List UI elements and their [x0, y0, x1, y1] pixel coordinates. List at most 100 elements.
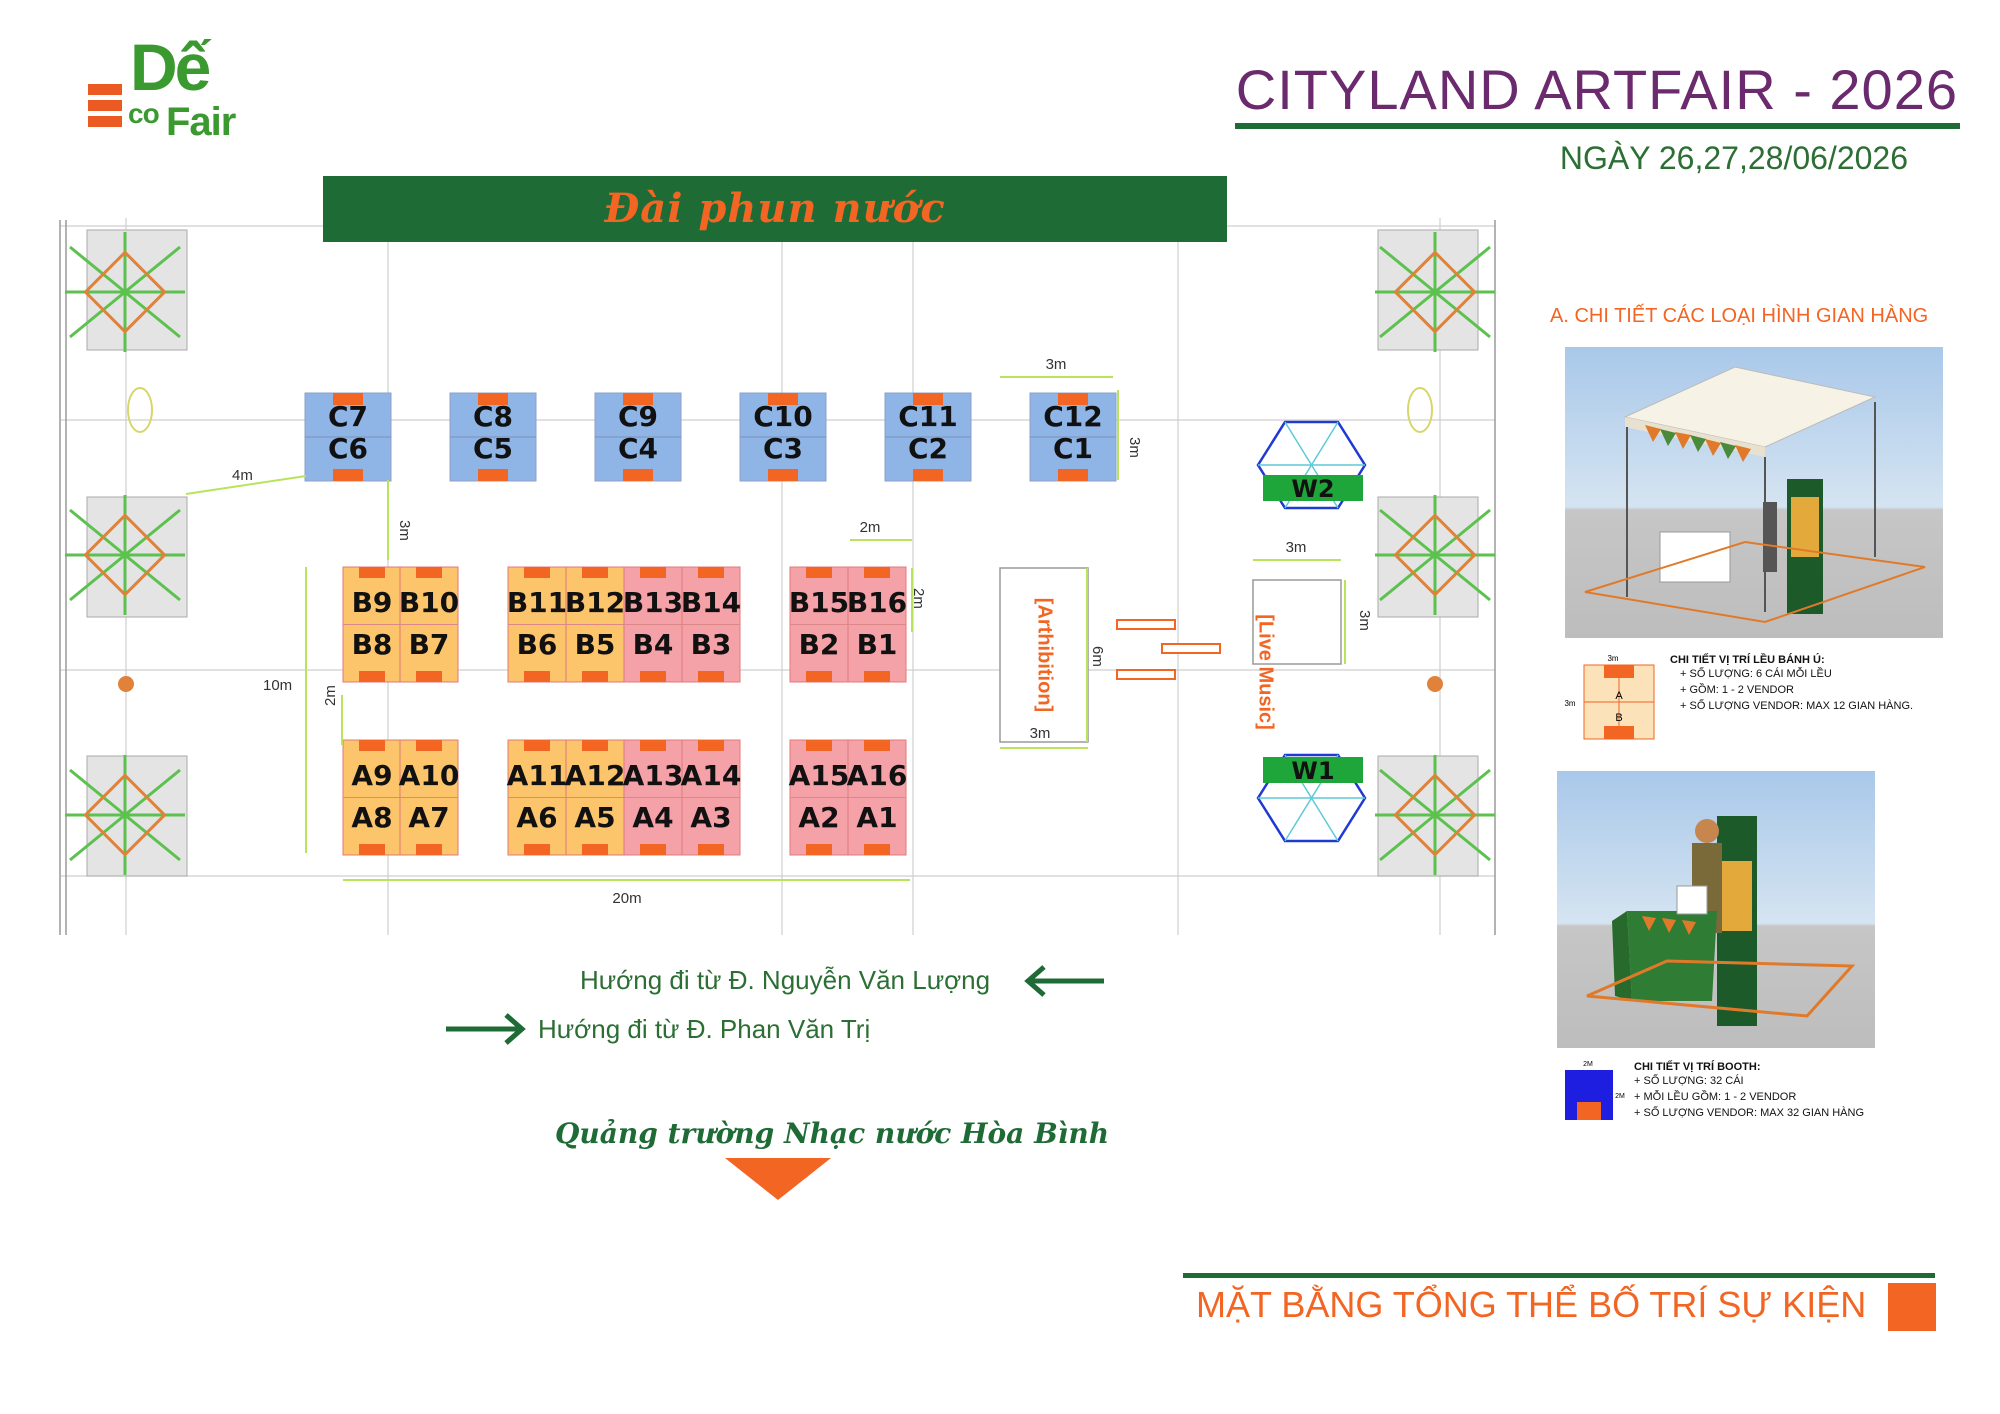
booth-label: A9	[351, 759, 392, 792]
dim-2m-left: 2m	[322, 685, 339, 706]
tent-detail-heading: CHI TIẾT VỊ TRÍ LỀU BÁNH Ú:	[1670, 654, 1825, 666]
booth-label: A1	[856, 801, 897, 834]
arrow-left-icon	[1024, 965, 1104, 997]
booth-label: C1	[1053, 432, 1093, 465]
site-boundary	[59, 220, 1496, 935]
booth-label: B9	[352, 586, 393, 619]
dimension-labels: 4m 3m 3m 3m 2m 2m 2m 10m 20m 6m 3m 3m 3m	[232, 356, 1373, 907]
logo-text-fair: Fair	[166, 100, 236, 144]
square-label: Quảng trường Nhạc nước Hòa Bình	[555, 1117, 1110, 1150]
dim-4m: 4m	[232, 467, 253, 484]
booth-label: A12	[565, 759, 626, 792]
tent-detail-text: CHI TIẾT VỊ TRÍ LỀU BÁNH Ú: + SỐ LƯỢNG: …	[1670, 654, 1970, 715]
booth-illustration	[1586, 816, 1856, 1026]
logo-text-co: co	[128, 98, 160, 129]
booth-label: C6	[328, 432, 368, 465]
direction-from-nguyen-van-luong: Hướng đi từ Đ. Nguyễn Văn Lượng	[580, 965, 991, 995]
tent-label-a: A	[1615, 690, 1623, 702]
live-music-zone[interactable]: [Live Music]	[1252, 579, 1342, 730]
decofair-logo: Dế co Fair	[88, 34, 258, 146]
stage-w1[interactable]: W1	[1256, 753, 1367, 843]
tree-icon	[1375, 755, 1495, 877]
tent-detail-item: + SỐ LƯỢNG: 6 CÁI MỖI LỀU	[1680, 668, 1832, 681]
stage-w2-label: W2	[1291, 475, 1334, 503]
logo-bar	[88, 100, 122, 111]
booth-label: B7	[409, 628, 450, 661]
triangle-down-icon	[725, 1158, 831, 1200]
tent-label-b: B	[1615, 712, 1622, 724]
booth-label: C2	[908, 432, 948, 465]
logo-bar	[88, 116, 122, 127]
booth-label: B10	[399, 586, 459, 619]
tree-icon	[65, 495, 188, 618]
booth-label: C12	[1043, 400, 1103, 433]
stage-w2[interactable]: W2	[1256, 420, 1367, 510]
stage-w1-label: W1	[1291, 757, 1334, 785]
booth-label: C11	[898, 400, 958, 433]
bench-group	[1116, 619, 1221, 680]
fountain-label: Đài phun nước	[604, 185, 946, 232]
booth-detail-item: + SỐ LƯỢNG VENDOR: MAX 32 GIAN HÀNG	[1634, 1107, 1865, 1120]
booth-label: A7	[408, 801, 449, 834]
booth-detail-item: + SỐ LƯỢNG: 32 CÁI	[1634, 1075, 1744, 1088]
event-date: NGÀY 26,27,28/06/2026	[1559, 140, 1908, 176]
booth-label: B8	[352, 628, 393, 661]
booth-label: C8	[473, 400, 513, 433]
event-title: CITYLAND ARTFAIR - 2026	[1235, 58, 1958, 121]
tree-icon	[1375, 495, 1495, 618]
booth-label: B11	[507, 586, 567, 619]
dim-3m-exhibition: 3m	[1030, 725, 1051, 742]
booth-label: A8	[351, 801, 392, 834]
logo-text-de: Dế	[130, 30, 211, 104]
dim-2m-top: 2m	[860, 519, 881, 536]
booth-label: C5	[473, 432, 513, 465]
booth-label: A16	[847, 759, 908, 792]
booth-label: B12	[565, 586, 625, 619]
dim-3m-gap: 3m	[396, 520, 413, 541]
dim-3m-c12-top: 3m	[1046, 356, 1067, 373]
booth-label: B13	[623, 586, 683, 619]
dim-3m-music-top: 3m	[1286, 539, 1307, 556]
booth-label: A2	[798, 801, 839, 834]
tent-detail-item: + SỐ LƯỢNG VENDOR: MAX 12 GIAN HÀNG.	[1680, 700, 1914, 713]
tree-icon	[65, 229, 188, 352]
dim-20m: 20m	[612, 890, 641, 907]
exhibition-zone[interactable]: [Arthibition]	[999, 567, 1089, 743]
booth-label: C7	[328, 400, 368, 433]
booth-label: A6	[516, 801, 557, 834]
booth-label: B14	[681, 586, 741, 619]
dim-10m: 10m	[263, 677, 292, 694]
title-underline	[1235, 123, 1960, 129]
booth-label: B3	[691, 628, 732, 661]
booth-label: B16	[847, 586, 907, 619]
booth-photo	[1557, 771, 1875, 1048]
live-music-label: [Live Music]	[1255, 614, 1277, 730]
booth-label: B6	[517, 628, 558, 661]
tent-layout-diagram: 3m A B 3m	[1564, 654, 1655, 740]
booth-label: A10	[399, 759, 460, 792]
booth-dim-top: 2M	[1583, 1061, 1593, 1068]
